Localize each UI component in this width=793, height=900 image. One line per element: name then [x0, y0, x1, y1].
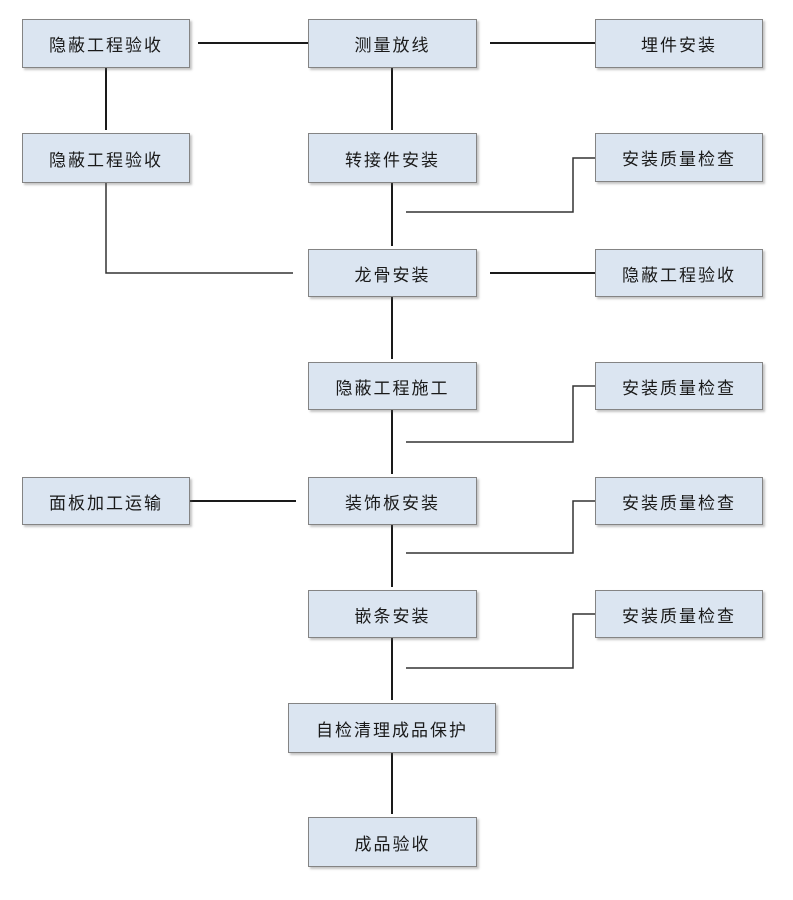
node-quality-check-2: 安装质量检查: [595, 362, 763, 410]
node-quality-check-3: 安装质量检查: [595, 477, 763, 525]
node-finished-product-acceptance: 成品验收: [308, 817, 477, 867]
node-quality-check-1: 安装质量检查: [595, 133, 763, 182]
node-hidden-acceptance-3: 隐蔽工程验收: [595, 249, 763, 297]
node-adapter-install: 转接件安装: [308, 133, 477, 183]
node-hidden-acceptance-2: 隐蔽工程验收: [22, 133, 190, 183]
elbow-quality-check-4: [406, 613, 595, 669]
node-keel-install: 龙骨安装: [308, 249, 477, 297]
node-quality-check-4: 安装质量检查: [595, 590, 763, 638]
elbow-quality-check-2: [406, 385, 595, 443]
node-panel-processing-transport: 面板加工运输: [22, 477, 190, 525]
node-hidden-work-construction: 隐蔽工程施工: [308, 362, 477, 410]
node-self-check-cleanup-protection: 自检清理成品保护: [288, 703, 496, 753]
node-measure-layout: 测量放线: [308, 19, 477, 68]
elbow-hidden-acceptance-2-to-keel: [105, 183, 293, 274]
node-hidden-acceptance-1: 隐蔽工程验收: [22, 19, 190, 68]
node-decorative-panel-install: 装饰板安装: [308, 477, 477, 525]
elbow-quality-check-1: [406, 157, 595, 213]
elbow-quality-check-3: [406, 500, 595, 554]
node-embed-install: 埋件安装: [595, 19, 763, 68]
node-inlay-strip-install: 嵌条安装: [308, 590, 477, 638]
